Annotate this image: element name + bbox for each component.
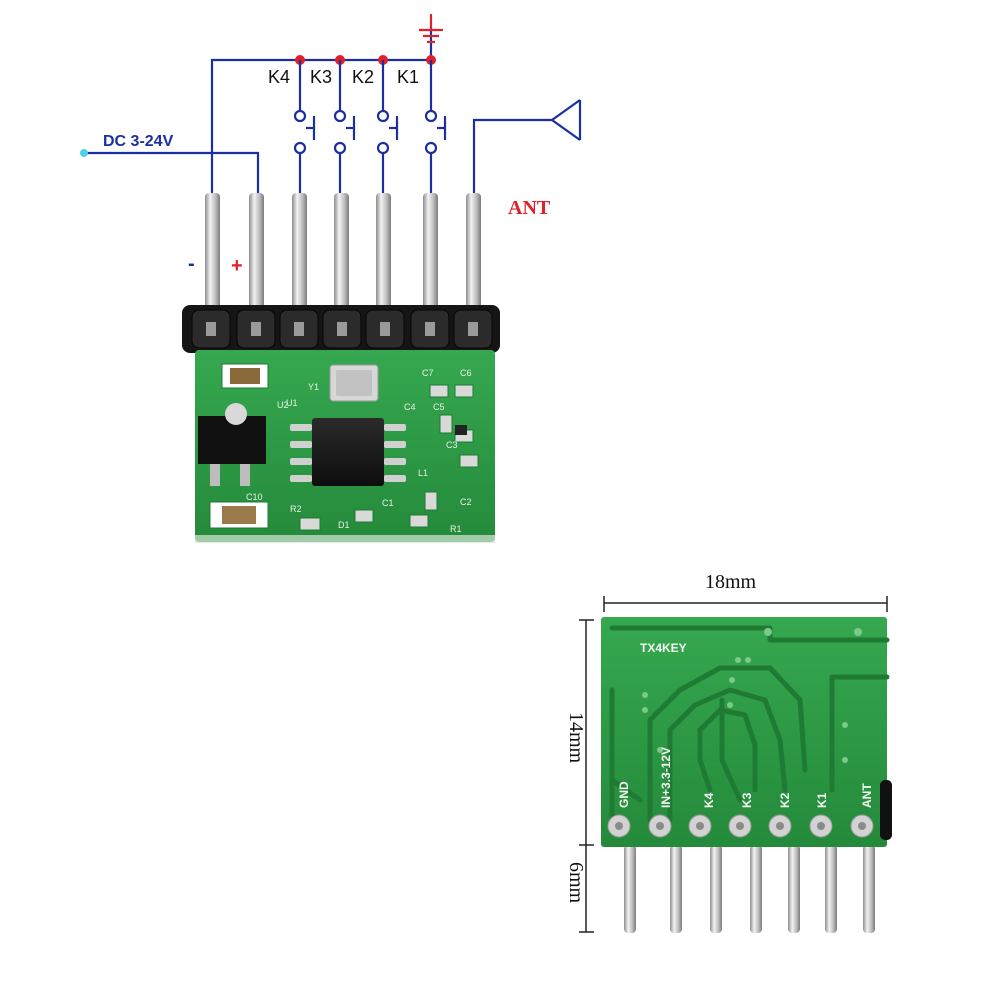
push-switch-k4	[293, 60, 316, 195]
back-pin-labels: GND IN+3.3-12V K4 K3 K2 K1 ANT	[617, 747, 874, 808]
silk-c10: C10	[246, 492, 263, 502]
back-pins	[624, 845, 875, 933]
plus-label: +	[231, 255, 243, 277]
push-switch-k3	[333, 60, 356, 195]
pin-label-k3: K3	[740, 792, 754, 808]
pin-label-k4: K4	[702, 792, 716, 808]
supply-terminal	[80, 149, 88, 157]
silk-c2: C2	[460, 497, 472, 507]
silk-c6: C6	[460, 368, 472, 378]
front-silkscreen: U1 Y1 U2 C4 C5 C6 C7 C3 C2 C1 C10 R1 R2 …	[246, 368, 472, 534]
back-vias	[642, 628, 862, 763]
pin-label-k1: K1	[815, 792, 829, 808]
key-label-k3: K3	[310, 67, 332, 87]
module-back: 18mm 14mm 6mm	[565, 571, 892, 933]
silk-c1: C1	[382, 498, 394, 508]
push-switch-k2	[376, 60, 399, 195]
antenna-label: ANT	[508, 197, 551, 219]
antenna-wire	[472, 118, 552, 195]
silk-c4: C4	[404, 402, 416, 412]
module-front: U1 Y1 U2 C4 C5 C6 C7 C3 C2 C1 C10 R1 R2 …	[182, 193, 500, 543]
pin-label-ant: ANT	[860, 783, 874, 808]
antenna-icon	[551, 99, 582, 141]
silk-y1: Y1	[308, 382, 319, 392]
silk-c3: C3	[446, 440, 458, 450]
back-solder-pads	[607, 814, 874, 838]
front-pin-header	[182, 305, 500, 353]
schematic: K4 K3 K2 K1	[80, 14, 582, 277]
silk-c7: C7	[422, 368, 434, 378]
pin-label-gnd: GND	[617, 781, 631, 808]
ground-symbol-icon	[419, 14, 443, 44]
board-name: TX4KEY	[640, 641, 687, 655]
pin-length-label: 6mm	[565, 862, 587, 904]
silk-r2: R2	[290, 504, 302, 514]
pin-label-k2: K2	[778, 792, 792, 808]
silk-u1: U1	[286, 398, 298, 408]
dimension-width	[603, 596, 888, 612]
front-components	[198, 363, 479, 531]
silk-l1: L1	[418, 468, 428, 478]
silk-d1: D1	[338, 520, 350, 530]
supply-label: DC 3-24V	[103, 133, 174, 150]
silk-c5: C5	[433, 402, 445, 412]
key-label-k1: K1	[397, 67, 419, 87]
dimension-height	[579, 619, 594, 933]
ground-bus-wire	[210, 58, 431, 195]
back-traces	[609, 625, 890, 823]
width-label: 18mm	[705, 571, 757, 593]
supply-wire	[84, 151, 260, 195]
key-label-k4: K4	[268, 67, 290, 87]
front-header-pins	[205, 193, 481, 318]
minus-label: -	[188, 253, 195, 275]
key-label-k2: K2	[352, 67, 374, 87]
pin-label-vin: IN+3.3-12V	[659, 747, 673, 808]
push-switch-k1	[424, 60, 447, 195]
height-label: 14mm	[565, 712, 587, 764]
silk-r1: R1	[450, 524, 462, 534]
silk-u2: U2	[277, 400, 289, 410]
